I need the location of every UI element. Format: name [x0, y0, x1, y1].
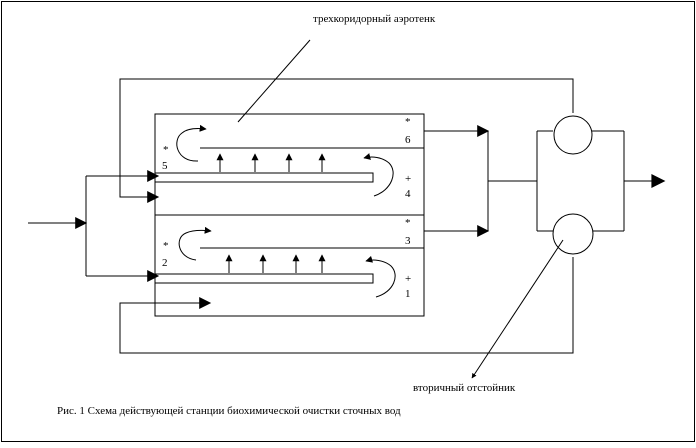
marker-4-number: 4	[405, 188, 411, 200]
settler-leader-line	[471, 239, 564, 379]
marker-2-number: 2	[162, 257, 168, 269]
circulation-arrow-lower-left	[178, 226, 212, 261]
marker-2-sign: *	[163, 240, 169, 252]
marker-4-sign: +	[405, 173, 411, 185]
marker-6-sign: *	[405, 116, 411, 128]
circulation-arrow-upper-left	[176, 124, 207, 162]
marker-5-sign: *	[163, 144, 169, 156]
marker-1-sign: +	[405, 273, 411, 285]
aerotank-label: трехкоридорный аэротенк	[313, 13, 436, 25]
marker-6-number: 6	[405, 134, 411, 146]
circulation-arrow-upper-right	[363, 153, 394, 197]
return-sludge-upper	[119, 78, 574, 203]
marker-3-sign: *	[405, 217, 411, 229]
aeration-pipe-upper	[154, 172, 374, 183]
figure-caption: Рис. 1 Схема действующей станции биохими…	[57, 405, 401, 417]
aeration-pipe-lower	[154, 273, 374, 284]
marker-5-number: 5	[162, 160, 168, 172]
settler-label: вторичный отстойник	[413, 382, 516, 394]
secondary-settler-lower	[552, 213, 594, 255]
marker-1-number: 1	[405, 288, 411, 300]
aerotank-leader-line	[237, 39, 311, 123]
marker-3-number: 3	[405, 235, 411, 247]
aeration-arrows-lower	[225, 254, 326, 273]
secondary-settler-upper	[553, 115, 593, 155]
return-sludge-lower	[119, 257, 574, 354]
aeration-arrows-upper	[216, 153, 326, 172]
circulation-arrow-lower-right	[365, 255, 396, 298]
